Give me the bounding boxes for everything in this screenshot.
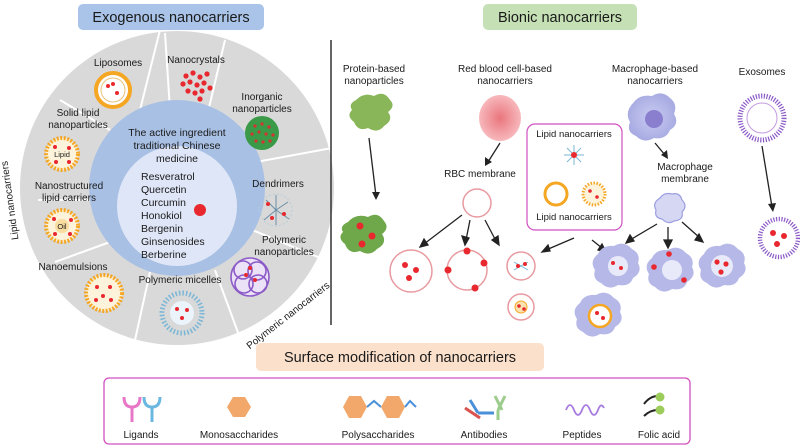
svg-text:Lipid: Lipid (54, 150, 70, 159)
svg-text:Inorganic: Inorganic (241, 92, 282, 103)
svg-text:lipid carriers: lipid carriers (42, 193, 96, 204)
svg-text:nanoparticles: nanoparticles (254, 247, 313, 258)
peptide-icon (565, 404, 605, 416)
svg-text:Solid lipid: Solid lipid (57, 108, 100, 119)
ligands-label: Ligands (123, 430, 158, 441)
solid-lipid-label: Solid lipid nanoparticles (48, 108, 107, 131)
nanocrystals-icon (180, 70, 213, 102)
svg-text:nanoparticles: nanoparticles (232, 104, 291, 115)
nlc-label: Nanostructured lipid carriers (35, 181, 103, 204)
antibodies-label: Antibodies (461, 430, 508, 441)
rbc-membrane-icon (462, 188, 492, 218)
monosaccharides-label: Monosaccharides (200, 430, 278, 441)
ligand-icon (122, 396, 162, 422)
polysaccharide-icon (343, 396, 417, 418)
rbc-label-1: Red blood cell-based (458, 64, 552, 75)
lipid-box-top-label: Lipid nanocarriers (536, 129, 612, 140)
segment-dividers (38, 29, 333, 341)
macrophage-membrane-icon (654, 192, 686, 224)
protein-label-2: nanoparticles (344, 76, 403, 87)
rbc-label-2: nanocarriers (477, 76, 533, 87)
surface-header (256, 343, 544, 371)
svg-text:Resveratrol: Resveratrol (141, 171, 195, 183)
macrophage-label-2: nanocarriers (627, 76, 683, 87)
lipid-nanocarriers-arc-label: Lipid nanocarriers (0, 160, 22, 240)
exogenous-title: Exogenous nanocarriers (92, 10, 249, 26)
folic-acid-icon (643, 392, 665, 417)
inorganic-icon (245, 116, 279, 150)
inorganic-label: Inorganic nanoparticles (232, 92, 291, 115)
exosome-loaded-icon (757, 216, 800, 260)
ingredient-list: Resveratrol Quercetin Curcumin Honokiol … (141, 171, 205, 261)
protein-label-1: Protein-based (343, 64, 405, 75)
polysaccharides-label: Polysaccharides (342, 430, 415, 441)
peptides-label: Peptides (563, 430, 602, 441)
svg-text:Berberine: Berberine (141, 249, 187, 261)
svg-text:Curcumin: Curcumin (141, 197, 186, 209)
dendrimer-icon (259, 193, 293, 227)
polymeric-np-icon (230, 257, 270, 297)
polymeric-micelles-label: Polymeric micelles (139, 275, 222, 286)
red-blood-cell-icon (479, 95, 521, 141)
svg-text:nanoparticles: nanoparticles (48, 120, 107, 131)
micelle-icon (159, 290, 205, 336)
rbc-encapsulated-icon (389, 249, 433, 293)
bionic-title: Bionic nanocarriers (498, 10, 622, 26)
svg-text:Polymeric: Polymeric (262, 235, 306, 246)
macrophage-membrane-label-2: membrane (661, 174, 709, 185)
folic-acid-label: Folic acid (638, 430, 680, 441)
slnp-mini-icon (581, 181, 607, 207)
svg-text:Oil: Oil (57, 222, 67, 231)
surface-labels: Ligands Monosaccharides Polysaccharides … (123, 430, 680, 441)
bionic-header (483, 4, 637, 30)
macrophage-membrane-label-1: Macrophage (657, 162, 713, 173)
protein-nanoparticle-icon (349, 93, 393, 131)
svg-text:Ginsenosides: Ginsenosides (141, 236, 205, 248)
lipid-box-bottom-label: Lipid nanocarriers (536, 212, 612, 223)
exogenous-header (78, 4, 264, 30)
svg-text:Quercetin: Quercetin (141, 184, 187, 196)
protein-loaded-icon (340, 214, 387, 254)
svg-text:Bergenin: Bergenin (141, 223, 183, 235)
macrophage-label-1: Macrophage-based (612, 64, 698, 75)
antibody-icon (464, 395, 507, 420)
surface-title: Surface modification of nanocarriers (284, 350, 516, 366)
liposome-mini-icon (543, 181, 569, 207)
rbc-membrane-label: RBC membrane (444, 169, 516, 180)
ingredient-circle (117, 146, 237, 266)
svg-text:The active ingredient: The active ingredient (128, 127, 226, 139)
center-title: The active ingredient traditional Chines… (128, 127, 226, 165)
nanocrystals-label: Nanocrystals (167, 55, 225, 66)
svg-text:traditional Chinese: traditional Chinese (134, 140, 221, 152)
svg-text:medicine: medicine (156, 153, 198, 165)
nanoemulsions-label: Nanoemulsions (39, 262, 108, 273)
liposomes-label: Liposomes (94, 58, 142, 69)
rbc-surface-loaded-icon (446, 249, 488, 291)
svg-text:Nanostructured: Nanostructured (35, 181, 103, 192)
dendrimers-label: Dendrimers (252, 179, 304, 190)
drug-dot-icon (194, 204, 206, 216)
svg-text:Honokiol: Honokiol (141, 210, 182, 222)
polymeric-np-label: Polymeric nanoparticles (254, 235, 313, 258)
nanoemulsion-icon (84, 273, 124, 313)
exosomes-label: Exosomes (739, 67, 786, 78)
monosaccharide-icon (227, 397, 251, 417)
